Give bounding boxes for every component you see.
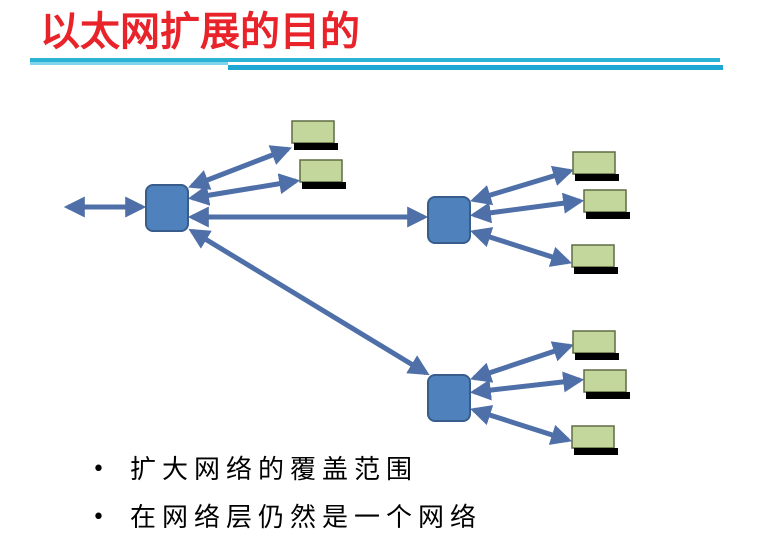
bullet-marker: • <box>92 457 105 482</box>
bullet-item: • 扩大网络的覆盖范围 <box>88 448 482 496</box>
double-arrow-link <box>188 228 430 376</box>
computer-base <box>575 353 619 360</box>
computer-screen <box>291 120 335 144</box>
computer-screen <box>571 244 615 268</box>
double-arrow-link <box>469 405 573 445</box>
double-arrow-link <box>469 192 585 224</box>
laptop-computer-icon <box>571 425 618 455</box>
bullet-text: 扩大网络的覆盖范围 <box>130 455 419 485</box>
laptop-computer-icon <box>299 159 346 189</box>
bullet-marker: • <box>92 505 105 530</box>
computer-base <box>586 392 630 399</box>
computer-screen <box>583 189 627 213</box>
network-links <box>63 145 585 445</box>
hub-node-icon <box>427 374 471 422</box>
laptop-computer-icon <box>571 244 618 274</box>
computer-screen <box>572 330 616 354</box>
bullet-list: • 扩大网络的覆盖范围 • 在网络层仍然是一个网络 <box>88 448 482 544</box>
double-arrow-link <box>187 173 301 206</box>
computer-screen <box>572 151 616 175</box>
double-arrow-link <box>188 145 292 190</box>
double-arrow-link <box>469 227 573 267</box>
computer-screen <box>571 425 615 449</box>
hub-node-icon <box>427 196 471 244</box>
slide-title: 以太网扩展的目的 <box>40 9 360 55</box>
laptop-computer-icon <box>291 120 338 150</box>
laptop-computer-icon <box>583 189 630 219</box>
title-rule-top <box>30 58 720 62</box>
computer-base <box>575 174 619 181</box>
computer-base <box>574 267 618 274</box>
title-rule-accent <box>30 62 228 65</box>
laptop-computer-icon <box>583 369 630 399</box>
computer-base <box>302 182 346 189</box>
bullet-text: 在网络层仍然是一个网络 <box>130 503 483 533</box>
double-arrow-link <box>470 341 574 383</box>
hub-node-icon <box>145 184 189 232</box>
hubs <box>145 184 471 422</box>
title-rule-bottom <box>228 65 723 70</box>
bullet-item: • 在网络层仍然是一个网络 <box>88 496 482 544</box>
computer-screen <box>299 159 343 183</box>
computer-base <box>586 212 630 219</box>
computers <box>291 120 630 455</box>
laptop-computer-icon <box>572 330 619 360</box>
computer-base <box>294 143 338 150</box>
double-arrow-link <box>469 371 585 401</box>
computer-base <box>574 448 618 455</box>
double-arrow-link <box>469 165 575 206</box>
computer-screen <box>583 369 627 393</box>
laptop-computer-icon <box>572 151 619 181</box>
